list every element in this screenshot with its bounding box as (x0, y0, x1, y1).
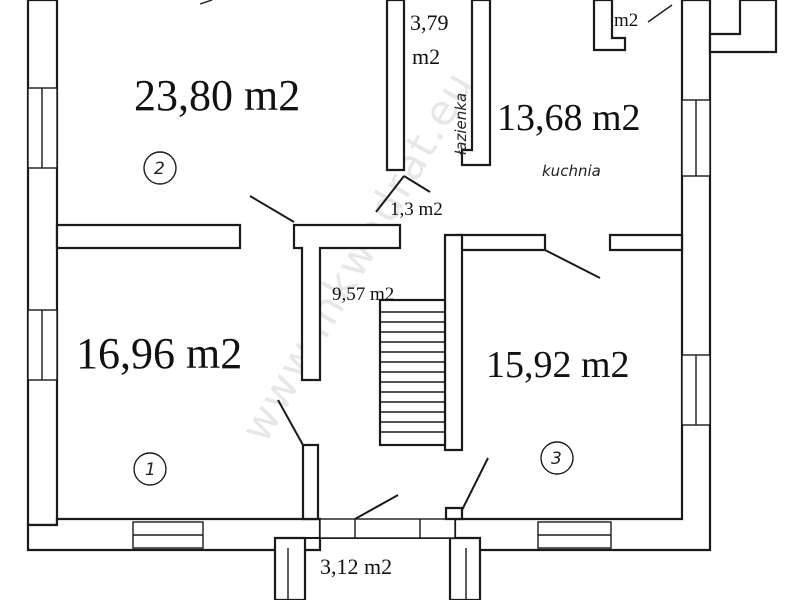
porch-walls-right (448, 536, 482, 600)
room-1-area: 16,96 m2 (76, 329, 242, 378)
room-3-number: 3 (551, 449, 562, 469)
wall-kitchen-room3 (608, 233, 684, 252)
wall-room2-room1 (55, 223, 242, 250)
kitchen-area: 13,68 m2 (497, 97, 641, 139)
wall-kitchen-hall (456, 233, 547, 252)
top-right-inner-wall (592, 0, 627, 52)
bottom-right-wall (453, 0, 712, 552)
kitchen-label: kuchnia (542, 162, 601, 180)
room-1-number: 1 (145, 460, 156, 480)
porch-area: 3,12 m2 (320, 554, 392, 579)
wall-hall-t (292, 223, 402, 382)
room-3-number-circle (540, 441, 574, 475)
room-1-number-circle (133, 452, 167, 486)
front-door-swing (354, 494, 399, 520)
bathroom-label: łazienka (452, 93, 470, 155)
room3-door (461, 457, 489, 511)
bathroom-wall-left (385, 0, 406, 172)
top-right-wall (708, 0, 778, 54)
corridor-small-area: 1,3 m2 (390, 199, 443, 220)
wall-room3-lower (444, 506, 464, 521)
kitchen-door (544, 249, 601, 279)
room-3-area: 15,92 m2 (486, 344, 630, 386)
porch-walls (273, 536, 307, 600)
wall-room1-lower (301, 443, 320, 521)
top-right-area: m2 (614, 10, 638, 31)
hall-area: 9,57 m2 (332, 284, 394, 305)
bathroom-area-unit: m2 (412, 44, 440, 69)
bathroom-wall-right (460, 0, 492, 167)
wall-stairs-right (443, 233, 464, 452)
left-outer-wall (26, 0, 59, 527)
stairs (378, 298, 447, 447)
front-door-frame (319, 518, 456, 539)
bathroom-area-value: 3,79 (410, 10, 449, 35)
room1-door (277, 399, 304, 446)
room2-door (249, 195, 295, 223)
room-2-area: 23,80 m2 (134, 71, 300, 120)
room-2-number: 2 (154, 159, 165, 179)
room-2-number-circle (143, 151, 177, 185)
bathroom-door (403, 175, 431, 193)
